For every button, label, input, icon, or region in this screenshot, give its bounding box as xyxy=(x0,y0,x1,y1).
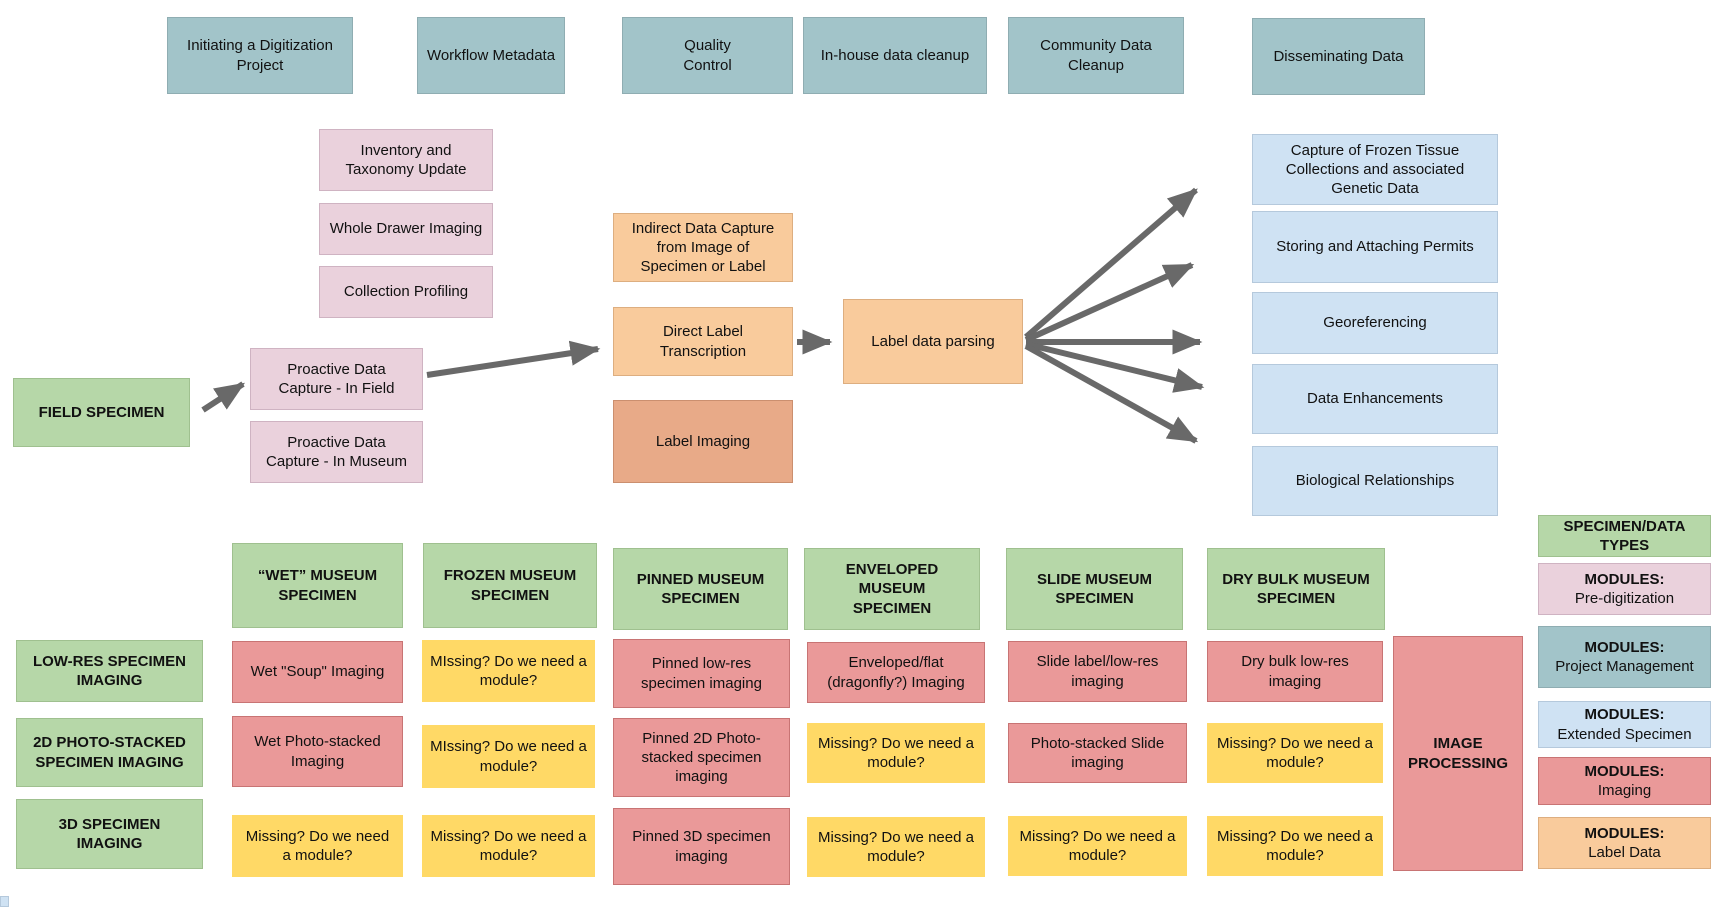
node-disseminating-data: Disseminating Data xyxy=(1252,18,1425,95)
header-pinned-museum-specimen: PINNED MUSEUM SPECIMEN xyxy=(613,548,788,630)
node-direct-label-transcription: Direct Label Transcription xyxy=(613,307,793,376)
legend-modules-project-management: MODULES: Project Management xyxy=(1538,626,1711,688)
header-slide-museum-specimen: SLIDE MUSEUM SPECIMEN xyxy=(1006,548,1183,630)
header-enveloped-museum-specimen: ENVELOPED MUSEUM SPECIMEN xyxy=(804,548,980,630)
node-initiating-digitization-project: Initiating a Digitization Project xyxy=(167,17,353,94)
node-collection-profiling: Collection Profiling xyxy=(319,266,493,318)
node-biological-relationships: Biological Relationships xyxy=(1252,446,1498,516)
legend-specimen-data-types-label: SPECIMEN/DATA TYPES xyxy=(1563,517,1686,554)
legend-project-management-subtitle: Project Management xyxy=(1555,658,1694,675)
legend-extended-specimen-title: MODULES: xyxy=(1584,706,1665,724)
node-community-data-cleanup: Community Data Cleanup xyxy=(1008,17,1184,94)
cell-pinned-2d-photo-stacked: Pinned 2D Photo-stacked specimen imaging xyxy=(613,718,790,797)
cell-enveloped-2d-missing: Missing? Do we need a module? xyxy=(807,723,985,783)
header-dry-bulk-museum-specimen: DRY BULK MUSEUM SPECIMEN xyxy=(1207,548,1385,630)
node-storing-attaching-permits: Storing and Attaching Permits xyxy=(1252,211,1498,283)
arrow-parsing-to-frozen-tissue xyxy=(1024,187,1198,340)
arrow-parsing-to-permits xyxy=(1024,262,1195,343)
legend-modules-imaging: MODULES: Imaging xyxy=(1538,757,1711,805)
cell-enveloped-flat-imaging: Enveloped/flat (dragonfly?) Imaging xyxy=(807,642,985,703)
arrow-parsing-to-biological-relationships xyxy=(1024,343,1199,444)
node-image-processing: IMAGE PROCESSING xyxy=(1393,636,1523,871)
node-quality-control: Quality Control xyxy=(622,17,793,94)
legend-modules-label-data: MODULES: Label Data xyxy=(1538,817,1711,869)
cell-dry-bulk-3d-missing: Missing? Do we need a module? xyxy=(1207,816,1383,876)
cell-wet-photo-stacked: Wet Photo-stacked Imaging xyxy=(232,716,403,787)
legend-project-management-title: MODULES: xyxy=(1584,638,1665,656)
cell-dry-bulk-low-res: Dry bulk low-res imaging xyxy=(1207,641,1383,702)
cell-frozen-low-res-missing: MIssing? Do we need a module? xyxy=(422,640,595,702)
legend-specimen-data-types: SPECIMEN/DATA TYPES xyxy=(1538,515,1711,557)
cell-wet-3d-missing: Missing? Do we need a module? xyxy=(232,815,403,877)
cell-wet-low-res: Wet "Soup" Imaging xyxy=(232,641,403,703)
cell-slide-3d-missing: Missing? Do we need a module? xyxy=(1008,816,1187,876)
node-georeferencing: Georeferencing xyxy=(1252,292,1498,354)
row-label-2d-photo-stacked-imaging: 2D PHOTO-STACKED SPECIMEN IMAGING xyxy=(16,718,203,787)
cell-pinned-low-res: Pinned low-res specimen imaging xyxy=(613,639,790,708)
node-inhouse-data-cleanup: In-house data cleanup xyxy=(803,17,987,94)
row-label-low-res-imaging: LOW-RES SPECIMEN IMAGING xyxy=(16,640,203,702)
cell-frozen-3d-missing: Missing? Do we need a module? xyxy=(422,815,595,877)
legend-pre-digitization-title: MODULES: xyxy=(1584,570,1665,588)
cell-enveloped-3d-missing: Missing? Do we need a module? xyxy=(807,817,985,877)
header-frozen-museum-specimen: FROZEN MUSEUM SPECIMEN xyxy=(423,543,597,628)
legend-label-data-subtitle: Label Data xyxy=(1588,844,1661,861)
arrow-field-to-proactive xyxy=(201,381,246,413)
legend-modules-pre-digitization: MODULES: Pre-digitization xyxy=(1538,563,1711,615)
arrow-parsing-to-data-enhancements xyxy=(1025,341,1205,393)
node-label-imaging: Label Imaging xyxy=(613,400,793,483)
node-inventory-taxonomy-update: Inventory and Taxonomy Update xyxy=(319,129,493,191)
legend-modules-extended-specimen: MODULES: Extended Specimen xyxy=(1538,701,1711,748)
header-wet-museum-specimen: “WET” MUSEUM SPECIMEN xyxy=(232,543,403,628)
legend-label-data-title: MODULES: xyxy=(1584,824,1665,842)
arrow-proactive-to-transcription xyxy=(426,340,601,378)
node-proactive-capture-in-field: Proactive Data Capture - In Field xyxy=(250,348,423,410)
cell-pinned-3d: Pinned 3D specimen imaging xyxy=(613,808,790,885)
cell-slide-label-low-res: Slide label/low-res imaging xyxy=(1008,641,1187,702)
node-data-enhancements: Data Enhancements xyxy=(1252,364,1498,434)
node-proactive-capture-in-museum: Proactive Data Capture - In Museum xyxy=(250,421,423,483)
node-frozen-tissue-genetic-data: Capture of Frozen Tissue Collections and… xyxy=(1252,134,1498,205)
cell-frozen-photo-stacked-missing: MIssing? Do we need a module? xyxy=(422,725,595,788)
cell-dry-bulk-2d-missing: Missing? Do we need a module? xyxy=(1207,723,1383,783)
node-workflow-metadata: Workflow Metadata xyxy=(417,17,565,94)
legend-pre-digitization-subtitle: Pre-digitization xyxy=(1574,590,1675,607)
partial-box-bottom-left xyxy=(0,896,9,907)
node-whole-drawer-imaging: Whole Drawer Imaging xyxy=(319,203,493,255)
legend-extended-specimen-subtitle: Extended Specimen xyxy=(1557,725,1692,743)
node-label-data-parsing: Label data parsing xyxy=(843,299,1023,384)
cell-slide-photo-stacked: Photo-stacked Slide imaging xyxy=(1008,723,1187,783)
node-field-specimen: FIELD SPECIMEN xyxy=(13,378,190,447)
legend-imaging-subtitle: Imaging xyxy=(1597,782,1652,799)
legend-imaging-title: MODULES: xyxy=(1584,762,1665,780)
row-label-3d-imaging: 3D SPECIMEN IMAGING xyxy=(16,799,203,869)
node-indirect-data-capture: Indirect Data Capture from Image of Spec… xyxy=(613,213,793,282)
